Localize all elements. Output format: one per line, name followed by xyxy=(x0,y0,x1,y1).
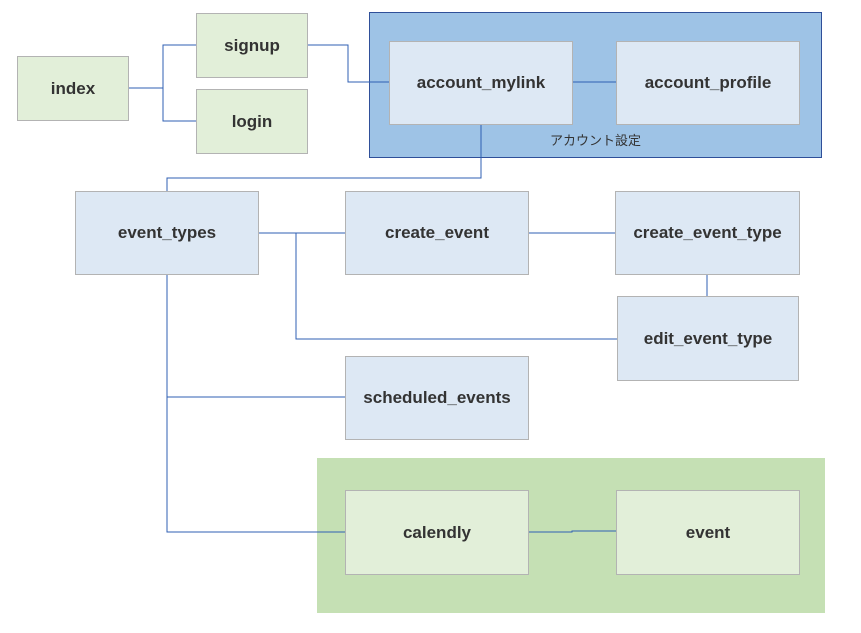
edge-event-types-to-calendly xyxy=(166,275,345,533)
node-account-profile[interactable]: account_profile xyxy=(616,41,800,125)
edge-calendly-to-event xyxy=(529,530,616,533)
node-create-event-type[interactable]: create_event_type xyxy=(615,191,800,275)
account-settings-caption: アカウント設定 xyxy=(549,134,641,149)
node-login[interactable]: login xyxy=(196,89,308,154)
node-create-event[interactable]: create_event xyxy=(345,191,529,275)
node-event[interactable]: event xyxy=(616,490,800,575)
edge-event-types-to-edit-event-type xyxy=(259,232,617,340)
edge-index-to-login xyxy=(129,87,196,122)
node-account-mylink[interactable]: account_mylink xyxy=(389,41,573,125)
node-scheduled-events[interactable]: scheduled_events xyxy=(345,356,529,440)
node-event-types[interactable]: event_types xyxy=(75,191,259,275)
edge-event-types-to-scheduled-events xyxy=(166,275,345,398)
edge-account-mylink-to-event-types xyxy=(166,125,482,191)
node-calendly[interactable]: calendly xyxy=(345,490,529,575)
edge-signup-to-account-mylink xyxy=(308,44,389,83)
edge-index-to-signup xyxy=(129,44,196,89)
node-index[interactable]: index xyxy=(17,56,129,121)
node-signup[interactable]: signup xyxy=(196,13,308,78)
node-edit-event-type[interactable]: edit_event_type xyxy=(617,296,799,381)
